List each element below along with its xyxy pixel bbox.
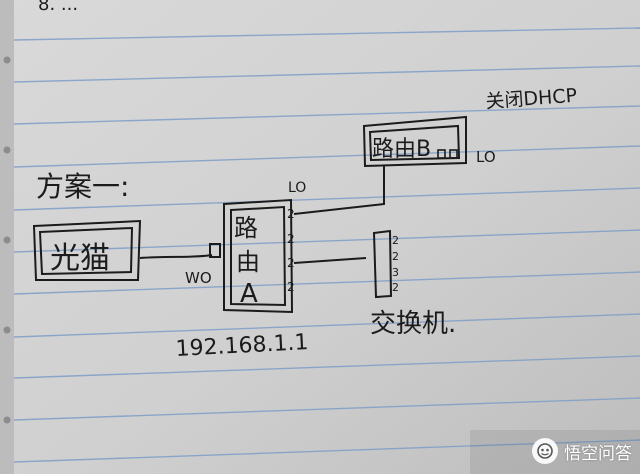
router-b-ports: [437, 149, 458, 159]
switch-label: 交换机.: [370, 309, 456, 339]
router-a-label-mid: 由: [236, 248, 260, 276]
watermark-text: 悟空问答: [564, 443, 632, 464]
modem-box: [32, 219, 142, 281]
svg-text:2: 2: [287, 232, 295, 246]
modem-label: 光猫: [50, 241, 110, 276]
cable-a-to-b: [293, 166, 385, 215]
svg-text:2: 2: [287, 280, 295, 294]
router-b-box: [362, 115, 467, 168]
svg-text:2: 2: [392, 234, 399, 247]
svg-text:2: 2: [287, 207, 295, 221]
cable-a-to-switch: [293, 257, 367, 264]
router-a-label-bottom: A: [240, 279, 258, 309]
wukong-logo-icon: [532, 438, 558, 464]
wan-port: [209, 243, 221, 258]
svg-text:3: 3: [392, 266, 399, 279]
svg-text:2: 2: [392, 281, 399, 294]
top-scrawl: 8. ...: [38, 0, 78, 15]
svg-text:2: 2: [392, 250, 399, 263]
lan-label-b: LO: [476, 148, 496, 166]
router-a-box: [223, 198, 294, 314]
watermark: 悟空问答: [532, 438, 632, 464]
notebook-binding-holes: [0, 0, 14, 474]
switch-ports: 2 2 3 2: [392, 234, 399, 294]
svg-text:2: 2: [287, 256, 295, 270]
router-a-label-top: 路: [234, 214, 258, 242]
plan-label: 方案一:: [36, 170, 129, 203]
switch-box: [372, 229, 393, 299]
lan-label-a: LO: [288, 180, 306, 196]
wan-cable: [139, 254, 213, 259]
router-b-label: 路由B: [372, 137, 431, 162]
router-a-lan-ports: 2 2 2 2: [287, 207, 295, 294]
wan-label: WO: [185, 269, 212, 287]
